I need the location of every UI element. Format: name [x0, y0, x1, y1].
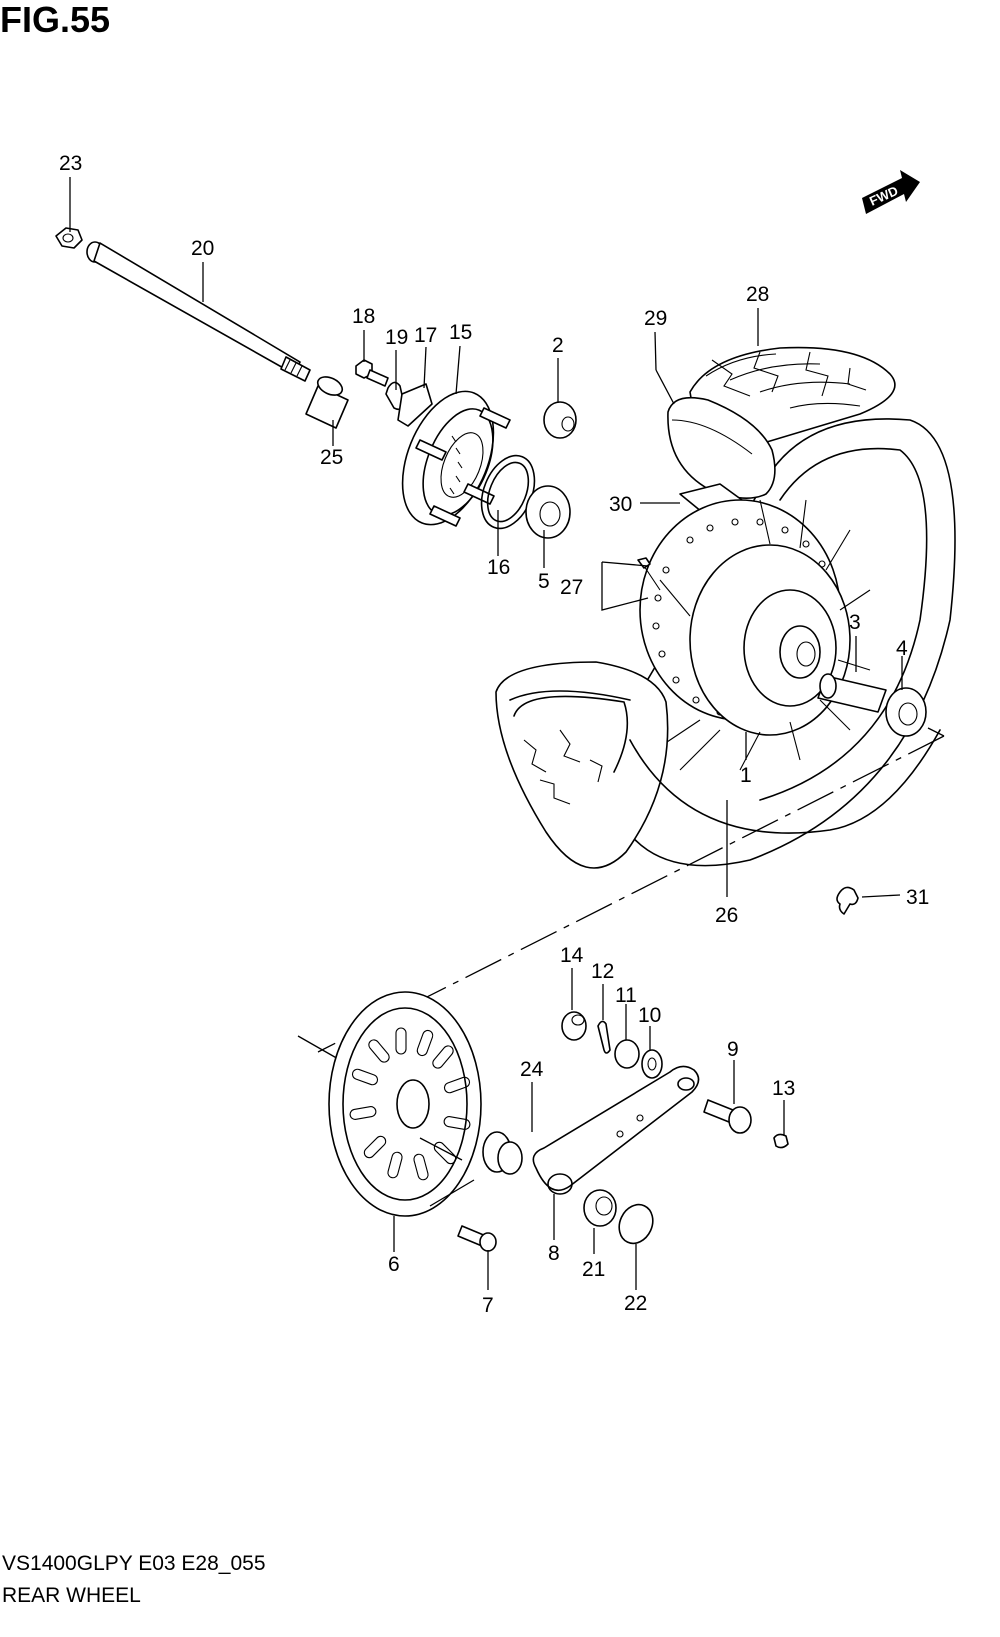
bearing-right-part — [885, 687, 927, 737]
callout-5: 5 — [538, 570, 550, 593]
lock-plate-part — [385, 381, 433, 427]
leader-lines — [69, 177, 903, 1290]
callout-26: 26 — [715, 904, 738, 927]
callout-21: 21 — [582, 1258, 605, 1281]
callout-30: 30 — [609, 493, 632, 516]
clip-part — [836, 886, 859, 915]
nut-small-part — [614, 1039, 640, 1069]
callout-31: 31 — [906, 886, 929, 909]
axle-nut-part — [55, 227, 83, 249]
rear-axle-part — [86, 241, 311, 382]
callout-4: 4 — [896, 637, 908, 660]
callout-6: 6 — [388, 1253, 400, 1276]
callout-29: 29 — [644, 307, 667, 330]
callout-3: 3 — [849, 611, 861, 634]
washer-part — [641, 1049, 663, 1079]
callout-25: 25 — [320, 446, 343, 469]
sprocket-drum-part — [401, 390, 511, 527]
callout-numbers: 23 20 18 19 17 15 2 25 16 5 28 29 30 27 … — [59, 152, 929, 1317]
callout-14: 14 — [560, 944, 584, 967]
figure-title: FIG.55 — [0, 0, 111, 40]
spacer-part — [305, 376, 349, 429]
fwd-label: FWD — [867, 183, 900, 209]
callout-22: 22 — [624, 1292, 647, 1315]
callout-24: 24 — [520, 1058, 544, 1081]
model-code: VS1400GLPY E03 E28_055 — [2, 1552, 266, 1575]
diagram-name: REAR WHEEL — [2, 1584, 141, 1607]
callout-17: 17 — [414, 324, 437, 347]
nut-part — [561, 1011, 587, 1041]
callout-23: 23 — [59, 152, 82, 175]
callout-7: 7 — [482, 1294, 494, 1317]
callout-11: 11 — [615, 984, 637, 1007]
callout-19: 19 — [385, 326, 408, 349]
wheel-assembly — [495, 346, 956, 869]
torque-link-bolt-part — [703, 1099, 752, 1134]
callout-9: 9 — [727, 1038, 739, 1061]
bush-part — [543, 401, 577, 439]
torque-link-part — [532, 1065, 700, 1195]
callout-10: 10 — [638, 1004, 661, 1027]
callout-18: 18 — [352, 305, 375, 328]
spacer-right-part — [817, 673, 887, 713]
callout-20: 20 — [191, 237, 214, 260]
brake-disc-part — [328, 991, 482, 1217]
callout-13: 13 — [772, 1077, 795, 1100]
callout-8: 8 — [548, 1242, 560, 1265]
callout-16: 16 — [487, 556, 510, 579]
callout-2: 2 — [552, 334, 564, 357]
bolt-part — [355, 359, 389, 387]
bearing-left-part — [525, 485, 571, 539]
callout-27: 27 — [560, 576, 583, 599]
torque-link-nut-part — [583, 1189, 617, 1227]
fwd-arrow-icon: FWD — [862, 170, 920, 214]
cap-part — [773, 1133, 789, 1149]
callout-15: 15 — [449, 321, 472, 344]
collar-part — [482, 1131, 523, 1175]
callout-12: 12 — [591, 960, 614, 983]
callout-28: 28 — [746, 283, 769, 306]
cotter-pin-part — [597, 1020, 611, 1054]
callout-1: 1 — [740, 764, 752, 787]
hub-cap-part — [618, 1203, 654, 1245]
